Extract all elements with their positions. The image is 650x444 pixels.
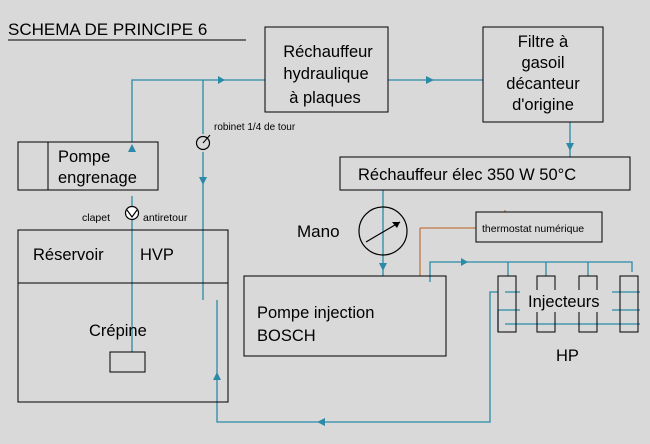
pompe-injection-line1: Pompe injection	[257, 304, 374, 322]
injecteurs-label: Injecteurs	[528, 293, 600, 311]
arrow-rail-right	[461, 258, 468, 266]
filtre-line4: d'origine	[512, 96, 574, 114]
clapet-check-icon	[126, 209, 138, 219]
pompe-engrenage-line2: engrenage	[58, 169, 137, 187]
robinet-label: robinet 1/4 de tour	[214, 122, 296, 133]
fuel-lines	[131, 79, 640, 423]
rechauffeur-hydraulique-line1: Réchauffeur	[283, 43, 373, 61]
reservoir-label: Réservoir	[33, 246, 104, 264]
flow-arrows	[128, 76, 574, 426]
crepine-strainer	[109, 351, 146, 373]
arrow-to-reservoir	[199, 177, 207, 185]
thermostat-box	[475, 211, 603, 243]
pompe-engrenage-line1: Pompe	[58, 148, 110, 166]
mano-label: Mano	[297, 222, 340, 241]
clapet-icon	[124, 205, 140, 221]
clapet-label: clapet	[82, 212, 110, 224]
crepine-label: Crépine	[89, 322, 147, 340]
rechauffeur-hydraulique-line2: hydraulique	[283, 65, 368, 83]
filtre-box	[482, 26, 604, 123]
arrow-return-up	[213, 372, 221, 380]
diagram-title: SCHEMA DE PRINCIPE 6	[8, 20, 207, 39]
hvp-label: HVP	[140, 246, 174, 264]
arrow-top-right	[218, 76, 225, 84]
antiretour-label: antiretour	[143, 212, 188, 224]
arrow-to-elec	[566, 143, 574, 151]
robinet-leader	[202, 134, 211, 144]
filtre-line3: décanteur	[506, 75, 580, 93]
mano-needle-tip	[392, 222, 400, 228]
arrow-to-filter	[426, 76, 434, 84]
rechauffeur-hydraulique-box	[264, 26, 389, 113]
mano-gauge-icon	[358, 206, 408, 256]
rechauffeur-hydraulique-line3: à plaques	[289, 89, 361, 107]
injecteur-4	[619, 275, 639, 333]
injecteur-1	[497, 275, 517, 333]
filtre-line2: gasoil	[521, 54, 564, 72]
arrow-to-injection	[379, 263, 387, 271]
injecteurs-label-bg	[520, 290, 612, 312]
arrow-up-to-pump	[128, 144, 136, 152]
reservoir-box	[17, 229, 229, 403]
pompe-engrenage-box	[17, 141, 159, 191]
line-injection-rail	[429, 261, 633, 282]
filtre-line1: Filtre à	[518, 33, 569, 51]
robinet-icon	[195, 135, 211, 151]
arrow-return-left	[317, 418, 325, 426]
hp-label: HP	[556, 347, 579, 365]
rechauffeur-elec-label: Réchauffeur élec 350 W 50°C	[358, 166, 576, 184]
mano-needle	[365, 221, 401, 243]
line-injector-drops	[507, 262, 589, 276]
thermostat-label: thermostat numérique	[482, 223, 584, 235]
pompe-injection-box	[243, 275, 447, 357]
pompe-injection-line2: BOSCH	[257, 327, 316, 345]
rechauffeur-elec-box	[339, 156, 631, 191]
line-return	[216, 291, 498, 423]
